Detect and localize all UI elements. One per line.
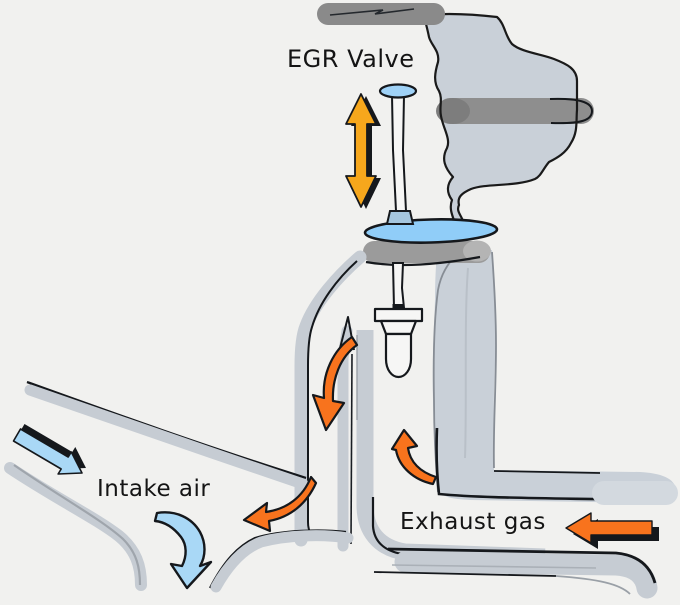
mounting-bar-middle-end xyxy=(436,98,470,124)
valve-actuation-arrow xyxy=(345,93,377,208)
egr-flow-up-arrow xyxy=(390,428,438,486)
exhaust-riser-inner-shading xyxy=(464,267,469,459)
exhaust-gas-label: Exhaust gas xyxy=(400,509,546,535)
valve-housing-disk-outline xyxy=(365,255,481,267)
egr-flow-down-arrow xyxy=(311,335,359,432)
exhaust-riser-pipe xyxy=(432,250,678,505)
diaphragm-assembly xyxy=(363,218,499,267)
mounting-bar-middle-outline xyxy=(549,97,594,125)
valve-stem xyxy=(390,94,408,212)
engine-casting xyxy=(317,3,594,225)
diaphragm xyxy=(363,218,499,244)
valve-housing-disk xyxy=(363,241,490,263)
mounting-bar-top-sketch-line xyxy=(329,8,415,16)
actuator xyxy=(345,83,418,225)
intake-upper-wall xyxy=(24,384,309,490)
exhaust-riser-fill xyxy=(432,250,676,504)
manifold-band xyxy=(394,551,658,599)
poppet-joint xyxy=(392,304,405,311)
poppet-flange xyxy=(373,307,424,323)
valve-stem-cap xyxy=(378,83,418,99)
divider-wall-ink xyxy=(371,497,403,556)
manifold-inner-line xyxy=(391,564,597,569)
mounting-bar-middle xyxy=(437,98,594,124)
intake-air-label: Intake air xyxy=(97,476,211,502)
intake-flow-down-arrow xyxy=(153,511,213,590)
poppet-valve xyxy=(373,262,424,379)
intake-tract xyxy=(4,380,354,593)
intake-lower-wall-inner xyxy=(13,464,142,586)
intake-outlet-wall xyxy=(210,530,354,593)
egr-merge-arrow xyxy=(242,475,318,533)
egr-valve-label: EGR Valve xyxy=(287,45,415,73)
poppet-stem xyxy=(391,262,406,309)
channel-outer-wall xyxy=(294,250,367,547)
valve-housing-disk-cap xyxy=(463,240,491,262)
exhaust-riser-right-edge xyxy=(491,251,497,469)
exhaust-riser-corner-outline xyxy=(435,427,641,502)
manifold-top-ink xyxy=(387,547,657,584)
channel-inner-wall xyxy=(337,325,353,552)
valve-stem-collar xyxy=(385,210,415,225)
channel-inner-wall-ink xyxy=(350,353,353,545)
flow-arrows xyxy=(12,335,659,590)
poppet-barrel xyxy=(384,332,413,379)
poppet-neck xyxy=(379,319,418,336)
exhaust-gas-arrow xyxy=(565,512,653,544)
intake-air-arrow xyxy=(12,428,83,475)
bottom-manifold-pipe xyxy=(373,547,658,599)
manifold-bottom-ink xyxy=(373,571,557,577)
exhaust-arm-top-edge xyxy=(493,470,601,474)
engine-casting-outline xyxy=(422,12,579,225)
exhaust-arm-end-cap xyxy=(592,481,678,505)
manifold-bend-edge xyxy=(555,575,631,595)
